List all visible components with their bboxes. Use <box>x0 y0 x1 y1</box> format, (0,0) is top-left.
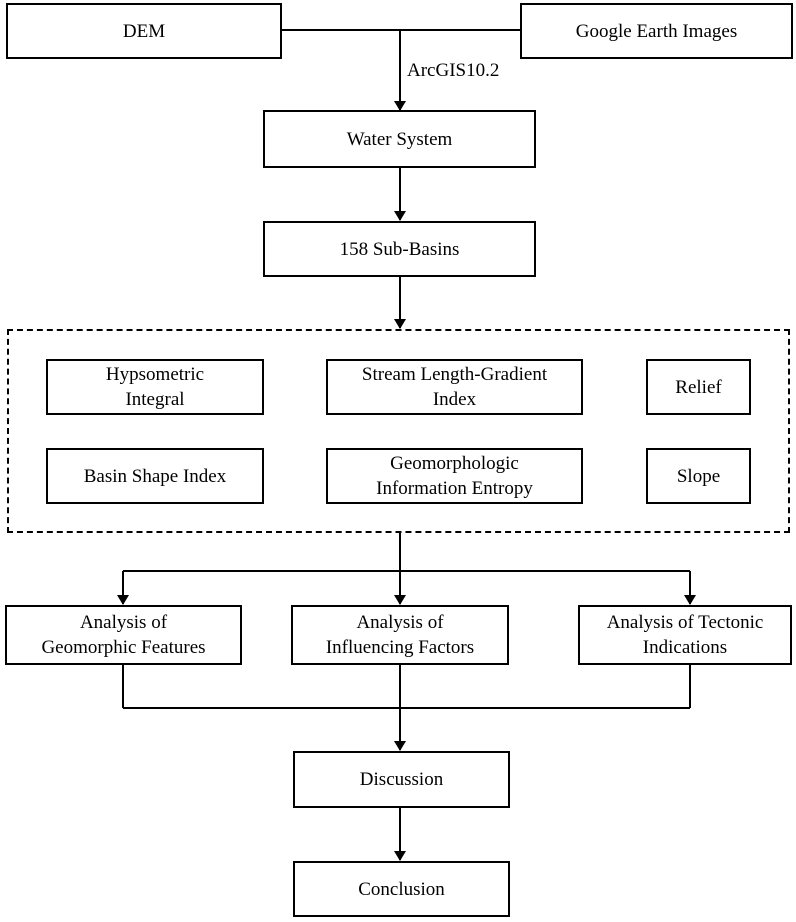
stream-length-gradient-label: Stream Length-Gradient Index <box>361 364 548 410</box>
water-system-box: Water System <box>263 110 536 168</box>
relief-box: Relief <box>646 359 751 415</box>
analysis-influencing-box: Analysis of Influencing Factors <box>291 605 509 665</box>
basin-shape-index-label: Basin Shape Index <box>83 465 227 487</box>
basin-shape-index-box: Basin Shape Index <box>46 448 264 504</box>
analysis-tectonic-box: Analysis of Tectonic Indications <box>578 605 792 665</box>
google-earth-box: Google Earth Images <box>520 3 793 59</box>
discussion-label: Discussion <box>359 769 444 790</box>
sub-basins-label: 158 Sub-Basins <box>339 238 460 260</box>
indices-group-border <box>7 329 790 533</box>
water-system-label: Water System <box>346 128 453 150</box>
geomorphologic-entropy-box: Geomorphologic Information Entropy <box>326 448 583 504</box>
hypsometric-integral-box: Hypsometric Integral <box>46 359 264 415</box>
arcgis-label: ArcGIS10.2 <box>407 60 500 81</box>
dem-box: DEM <box>6 3 282 59</box>
sub-basins-box: 158 Sub-Basins <box>263 221 536 277</box>
analysis-tectonic-label: Analysis of Tectonic Indications <box>606 612 764 658</box>
relief-label: Relief <box>675 376 722 398</box>
google-earth-label: Google Earth Images <box>575 20 738 42</box>
slope-box: Slope <box>646 448 751 504</box>
slope-label: Slope <box>676 465 721 487</box>
dem-label: DEM <box>122 20 166 42</box>
analysis-geomorphic-box: Analysis of Geomorphic Features <box>5 605 242 665</box>
geomorphologic-entropy-label: Geomorphologic Information Entropy <box>376 453 533 499</box>
stream-length-gradient-box: Stream Length-Gradient Index <box>326 359 583 415</box>
discussion-box: Discussion <box>293 751 510 808</box>
analysis-geomorphic-label: Analysis of Geomorphic Features <box>41 612 206 658</box>
hypsometric-integral-label: Hypsometric Integral <box>105 364 205 410</box>
conclusion-label: Conclusion <box>358 878 445 900</box>
analysis-influencing-label: Analysis of Influencing Factors <box>325 612 475 658</box>
conclusion-box: Conclusion <box>293 861 510 917</box>
